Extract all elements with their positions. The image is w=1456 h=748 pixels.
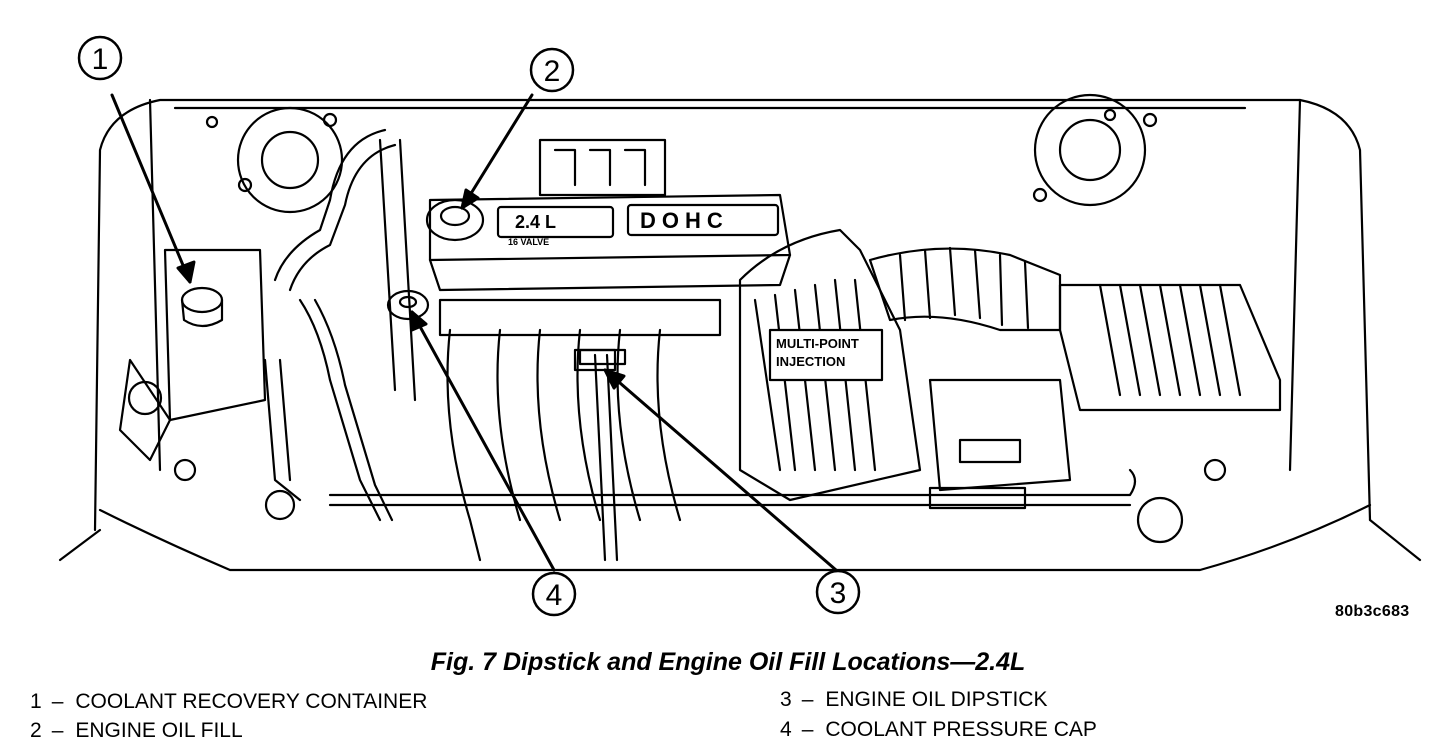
callout-4-number: 4 — [546, 579, 563, 612]
multi-point-label: MULTI-POINT — [776, 336, 859, 351]
engine-compartment-illustration: 2.4 L 16 VALVE DOHC MULTI-POINT INJECTIO… — [58, 35, 1422, 617]
callout-2-number: 2 — [544, 55, 561, 88]
legend-item-3: 3–ENGINE OIL DIPSTICK — [780, 688, 1047, 712]
coolant-pressure-cap — [386, 289, 430, 321]
legend-item-2: 2–ENGINE OIL FILL — [30, 719, 243, 743]
figure-caption: Fig. 7 Dipstick and Engine Oil Fill Loca… — [430, 648, 1026, 676]
callout-3: 3 — [815, 569, 861, 615]
air-cleaner-box — [1058, 283, 1282, 412]
engine-bay-outline — [58, 98, 1422, 572]
callout-4: 4 — [531, 571, 577, 617]
callout-1-number: 1 — [92, 43, 109, 76]
legend-item-number: 3 — [780, 688, 792, 711]
dohc-label: DOHC — [640, 208, 729, 233]
valve-count-label: 16 VALVE — [508, 237, 549, 247]
air-intake-housing — [738, 228, 922, 502]
injection-label: INJECTION — [776, 354, 845, 369]
callout-2: 2 — [529, 47, 575, 93]
callout-1: 1 — [77, 35, 123, 81]
legend-item-1: 1–COOLANT RECOVERY CONTAINER — [30, 690, 427, 714]
callout-3-number: 3 — [830, 577, 847, 610]
legend-item-number: 1 — [30, 690, 42, 713]
battery — [928, 378, 1072, 492]
intake-manifold — [438, 298, 722, 562]
callout-leaders — [110, 93, 838, 572]
figure-code: 80b3c683 — [1335, 603, 1410, 620]
legend-item-label: ENGINE OIL FILL — [75, 719, 243, 742]
legend-item-dash: – — [51, 719, 64, 742]
legend-item-label: ENGINE OIL DIPSTICK — [825, 688, 1048, 711]
engine-oil-fill-cap — [425, 198, 485, 242]
radiator-hoses — [263, 128, 417, 522]
left-strut-tower — [205, 106, 344, 214]
engine-displacement-label: 2.4 L — [515, 212, 556, 232]
coolant-recovery-container — [118, 248, 267, 462]
lower-cross-member — [173, 458, 1227, 544]
legend-item-dash: – — [801, 718, 814, 741]
legend-item-dash: – — [801, 688, 814, 711]
right-strut-tower — [1032, 93, 1158, 207]
legend-item-dash: – — [51, 690, 64, 713]
legend-item-label: COOLANT RECOVERY CONTAINER — [75, 690, 428, 713]
valve-cover — [428, 138, 792, 292]
legend-item-4: 4–COOLANT PRESSURE CAP — [780, 718, 1097, 742]
legend-item-number: 2 — [30, 719, 42, 742]
legend-item-label: COOLANT PRESSURE CAP — [825, 718, 1097, 741]
legend-item-number: 4 — [780, 718, 792, 741]
air-duct — [868, 246, 1062, 332]
engine-oil-dipstick — [578, 348, 627, 562]
